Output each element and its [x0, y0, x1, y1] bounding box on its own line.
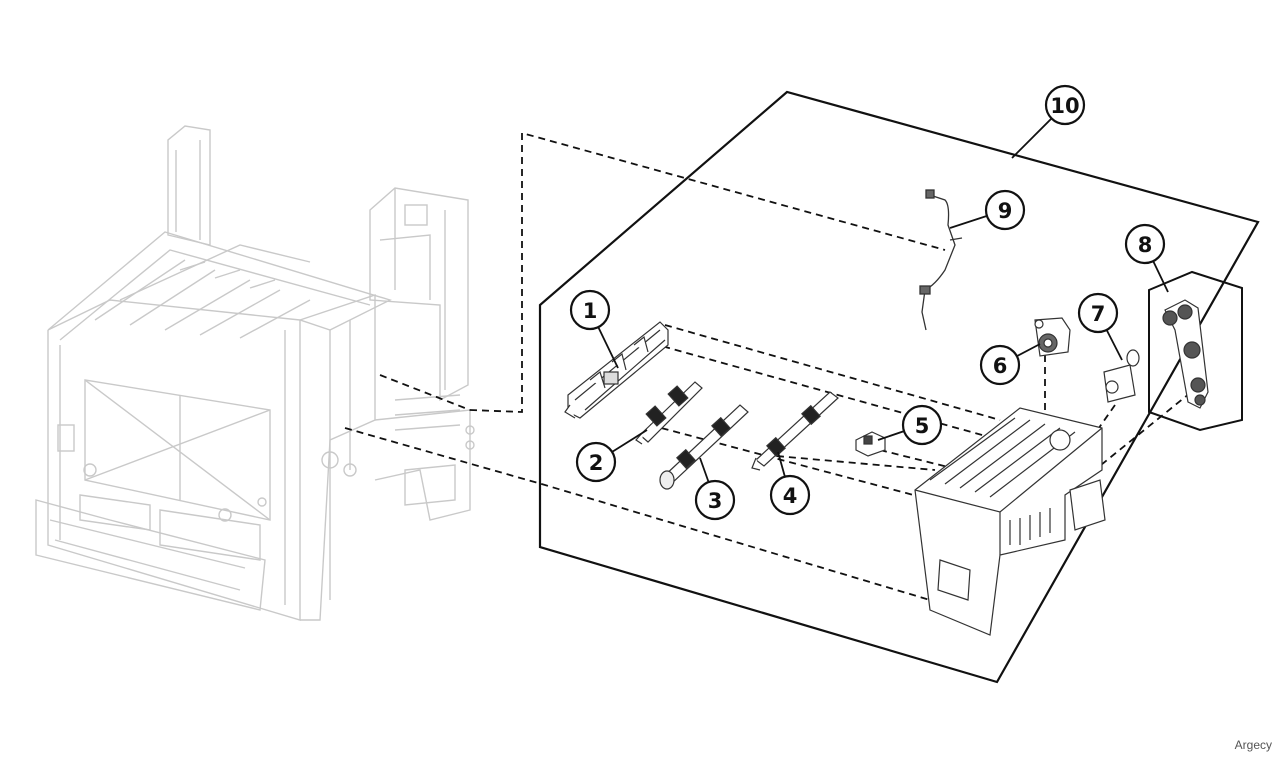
callout-3: 3	[694, 457, 736, 521]
callout-circle	[979, 344, 1021, 386]
gear-inset-outline	[1148, 270, 1243, 432]
callout-10: 10	[1011, 84, 1086, 159]
part-sensor-bracket	[855, 431, 886, 457]
callout-circle	[769, 474, 811, 516]
callout-7: 7	[1077, 292, 1123, 361]
callout-number: 4	[783, 484, 798, 508]
kit-outline	[538, 90, 1260, 684]
callout-number: 9	[998, 199, 1013, 223]
callout-number: 5	[915, 414, 930, 438]
callout-9: 9	[949, 189, 1026, 231]
part-solenoid	[1103, 349, 1140, 403]
callout-number: 1	[583, 299, 598, 323]
part-gear-drive	[1162, 299, 1209, 409]
part-upper-guide	[564, 321, 669, 419]
callout-circle	[1044, 84, 1086, 126]
callout-1: 1	[569, 289, 619, 369]
part-motor	[1034, 317, 1071, 357]
part-cable-harness	[919, 189, 963, 331]
callout-circle	[984, 189, 1026, 231]
callout-number: 10	[1050, 94, 1079, 118]
callout-5: 5	[877, 404, 943, 446]
callout-circle	[575, 441, 617, 483]
callout-number: 8	[1138, 233, 1153, 257]
part-roller-shaft-c	[751, 391, 839, 471]
part-roller-shaft-b	[659, 404, 749, 490]
callout-circle	[901, 404, 943, 446]
part-roller-shaft-a	[635, 381, 703, 445]
callout-6: 6	[979, 343, 1041, 386]
callouts: 1 2 3 4 5 6 7 8 9 10	[569, 84, 1169, 521]
callout-circle	[1124, 223, 1166, 265]
callout-number: 3	[708, 489, 723, 513]
callout-number: 6	[993, 354, 1008, 378]
callout-number: 7	[1091, 302, 1106, 326]
callout-2: 2	[575, 429, 648, 483]
part-main-body	[914, 407, 1106, 636]
callout-circle	[694, 479, 736, 521]
printer-frame-ghost	[35, 125, 475, 621]
dashed-leader-lines	[344, 131, 1201, 601]
callout-4: 4	[769, 451, 811, 516]
callout-circle	[1077, 292, 1119, 334]
callout-circle	[569, 289, 611, 331]
watermark: Argecy	[1234, 738, 1272, 752]
callout-number: 2	[589, 451, 604, 475]
callout-8: 8	[1124, 223, 1169, 293]
